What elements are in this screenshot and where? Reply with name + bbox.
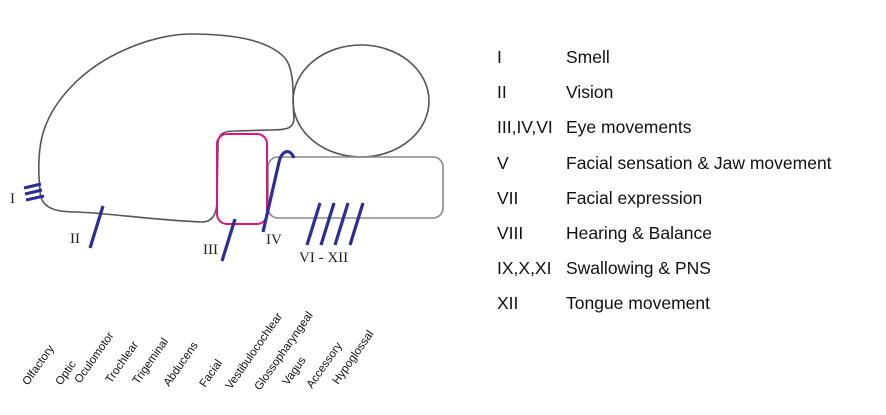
- midbrain-outline: [216, 133, 268, 225]
- nerve-VI-XII-line-2: [319, 202, 336, 246]
- label-nerve-II: II: [70, 231, 80, 247]
- legend-row: I Smell: [497, 47, 832, 82]
- nerve-II-line: [88, 205, 105, 249]
- legend-row: V Facial sensation & Jaw movement: [497, 153, 832, 188]
- nerve-I-line-3: [25, 194, 45, 202]
- legend-numeral: IX,X,XI: [497, 258, 552, 279]
- nerve-name-labels: OlfactoryOpticOculomotorTrochlearTrigemi…: [21, 310, 377, 393]
- legend-row: XII Tongue movement: [497, 293, 832, 328]
- legend-numeral: II: [497, 82, 507, 103]
- legend-row: II Vision: [497, 82, 832, 117]
- legend-numeral: I: [497, 47, 502, 67]
- nerve-VI-XII-line-3: [333, 202, 350, 246]
- cerebrum-outline: [37, 33, 295, 223]
- legend-function: Facial sensation & Jaw movement: [566, 152, 832, 173]
- legend-numeral: VIII: [497, 222, 524, 243]
- nerve-name-optic: Optic: [54, 359, 79, 388]
- nerve-III-line: [220, 218, 237, 262]
- label-nerve-I: I: [10, 191, 15, 207]
- brainstem-outline: [267, 156, 444, 219]
- legend-row: IX,X,XI Swallowing & PNS: [497, 258, 832, 293]
- legend-function: Swallowing & PNS: [566, 258, 711, 279]
- nerve-name-olfactory: Olfactory: [21, 343, 57, 388]
- label-nerve-IV: IV: [266, 232, 282, 248]
- nerve-VI-XII-line-1: [305, 202, 322, 246]
- label-nerve-III: III: [203, 242, 218, 258]
- legend-numeral: VII: [497, 187, 519, 208]
- legend-function: Vision: [566, 82, 614, 103]
- label-nerve-VI-XII: VI - XII: [299, 250, 348, 266]
- legend-row: III,IV,VI Eye movements: [497, 117, 832, 152]
- nerve-IV-line: [261, 150, 296, 233]
- legend-numeral: XII: [497, 293, 519, 314]
- legend-function: Hearing & Balance: [566, 222, 712, 243]
- legend-row: VIII Hearing & Balance: [497, 223, 832, 258]
- nerve-I-line-2: [24, 188, 43, 196]
- legend-row: VII Facial expression: [497, 188, 832, 223]
- nerve-I-line-1: [23, 182, 42, 190]
- legend-function: Facial expression: [566, 187, 703, 208]
- legend-function: Smell: [566, 47, 610, 67]
- legend-numeral: III,IV,VI: [497, 117, 553, 138]
- cerebellum-outline: [292, 44, 430, 158]
- nerve-VI-XII-line-4: [348, 202, 365, 246]
- legend-function: Eye movements: [566, 117, 692, 138]
- nerve-name-facial: Facial: [198, 358, 225, 390]
- legend-numeral: V: [497, 152, 509, 173]
- legend-function: Tongue movement: [566, 293, 710, 314]
